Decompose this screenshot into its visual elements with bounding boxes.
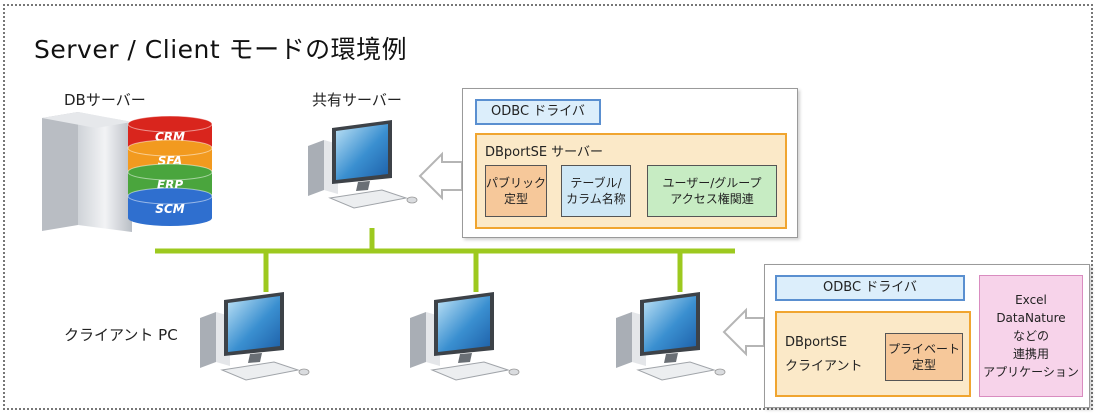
db-disc-top: [127, 115, 213, 133]
public-template-module: パブリック 定型: [485, 165, 547, 217]
table-column-name-module: テーブル/ カラム名称: [561, 165, 631, 217]
client-pc-icon: [199, 291, 310, 381]
db-disc-label: SCM: [155, 202, 184, 216]
db-disc: [128, 196, 212, 226]
dbportse-server-label: DBportSE サーバー: [485, 145, 604, 160]
client-pc-icon: [615, 291, 726, 381]
linked-applications-box: Excel DataNature などの 連携用 アプリケーション: [979, 275, 1083, 397]
db-server-label: DBサーバー: [64, 91, 146, 109]
shared-server-pc-icon: [307, 119, 418, 209]
arrow-left-icon: [722, 307, 765, 357]
server-software-panel: ODBC ドライバ DBportSE サーバー パブリック 定型 テーブル/ カ…: [462, 88, 798, 238]
diagram-frame: [3, 4, 1093, 410]
network-lines: [155, 228, 735, 292]
db-disc-top: [127, 187, 213, 205]
client-software-panel: ODBC ドライバ DBportSE クライアント プライベート 定型 Exce…: [764, 264, 1090, 408]
db-server-tower: [42, 112, 132, 232]
client-odbc-driver-box: ODBC ドライバ: [775, 275, 965, 301]
user-group-access-module: ユーザー/グループ アクセス権関連: [647, 165, 777, 217]
private-template-module: プライベート 定型: [885, 333, 963, 381]
dbportse-client-label: DBportSE クライアント: [785, 335, 863, 374]
diagram-title: Server / Client モードの環境例: [34, 35, 408, 64]
arrow-left-icon: [418, 151, 463, 201]
dbportse-client-box: DBportSE クライアント プライベート 定型: [775, 311, 971, 397]
client-pc-icon: [409, 291, 520, 381]
server-odbc-driver-box: ODBC ドライバ: [475, 99, 601, 125]
db-disc-top: [127, 139, 213, 157]
client-pc-label: クライアント PC: [64, 326, 178, 344]
shared-server-label: 共有サーバー: [312, 91, 402, 109]
dbportse-server-box: DBportSE サーバー パブリック 定型 テーブル/ カラム名称 ユーザー/…: [475, 133, 787, 229]
db-disc-top: [127, 163, 213, 181]
